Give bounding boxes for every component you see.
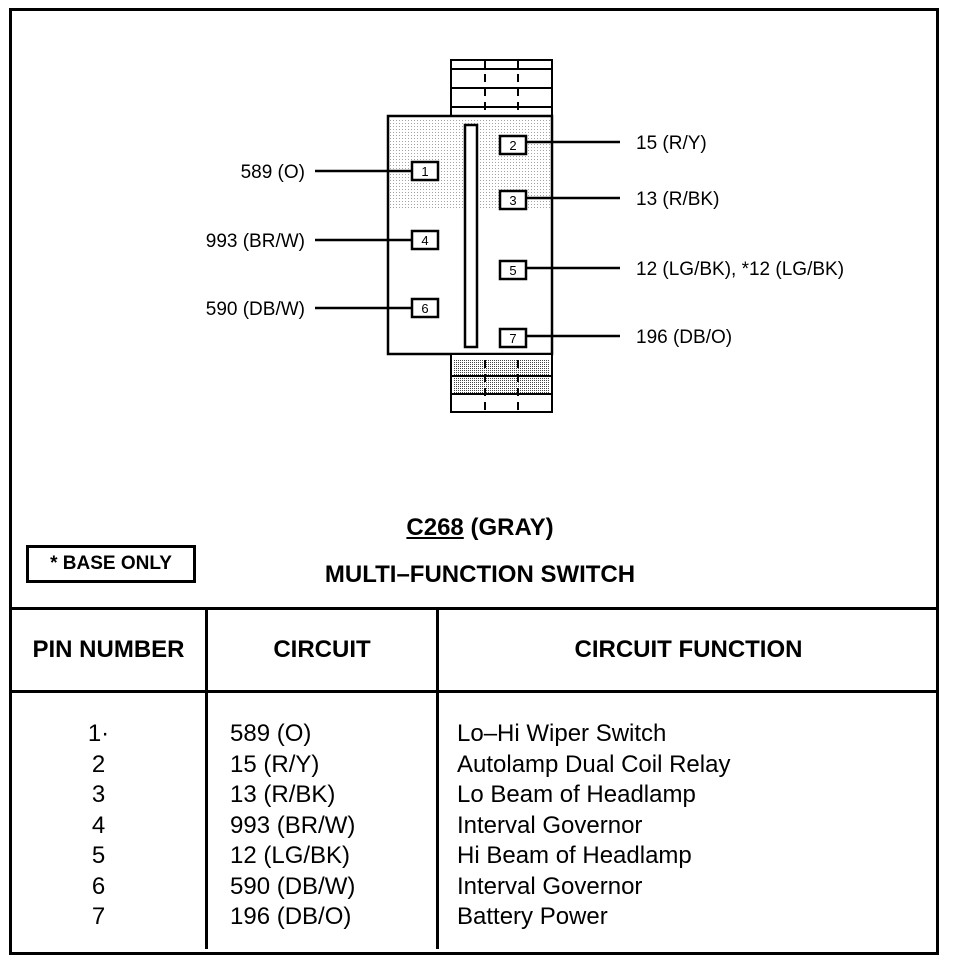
- header-pin-number: PIN NUMBER: [12, 610, 207, 693]
- connector-name: MULTI–FUNCTION SWITCH: [324, 561, 636, 588]
- table-cell-circuit: 15 (R/Y): [230, 750, 320, 778]
- table-cell-circuit: 589 (O): [230, 720, 312, 747]
- connector-id: C268: [406, 514, 464, 541]
- pin-6: 6 590 (DB/W): [206, 297, 440, 320]
- pin-6-label: 590 (DB/W): [206, 299, 305, 320]
- table-cell-function: Interval Governor: [457, 811, 643, 839]
- table-top-rule: [12, 607, 938, 610]
- table-cell-function: Autolamp Dual Coil Relay: [457, 750, 731, 778]
- pin-2-label: 15 (R/Y): [636, 133, 707, 154]
- table-cell-function: Interval Governor: [457, 872, 643, 900]
- base-only-note: * BASE ONLY: [26, 545, 196, 583]
- pin-7-label: 196 (DB/O): [636, 327, 732, 348]
- table-cell-pin: 3: [91, 781, 106, 808]
- pin-5-label: 12 (LG/BK), *12 (LG/BK): [636, 259, 844, 280]
- connector-bottom-latch: [450, 353, 553, 413]
- pin-4-label: 993 (BR/W): [206, 231, 305, 252]
- pin-3-number: 3: [509, 193, 516, 208]
- pin-column: 1· 2 3 4 5 6 7: [12, 692, 207, 950]
- pin-1: 1 589 (O): [241, 160, 440, 183]
- circuit-column: 589 (O) 15 (R/Y) 13 (R/BK) 993 (BR/W) 12…: [205, 691, 438, 949]
- table-cell-pin: 7: [91, 903, 106, 930]
- table-cell-function: Lo Beam of Headlamp: [457, 781, 696, 808]
- header-circuit: CIRCUIT: [205, 610, 438, 693]
- table-body-row: 1· 2 3 4 5 6 7 589 (O) 15 (R/Y) 13 (R/BK…: [12, 691, 938, 950]
- table-cell-circuit: 993 (BR/W): [230, 811, 356, 839]
- table-cell-pin: 2: [91, 750, 106, 778]
- pin-1-number: 1: [421, 164, 428, 179]
- diagram-frame: [9, 8, 939, 955]
- pin-5-number: 5: [509, 263, 516, 278]
- table-cell-circuit: 196 (DB/O): [230, 903, 352, 930]
- pin-5: 5 12 (LG/BK), *12 (LG/BK): [498, 259, 844, 281]
- pin-7-number: 7: [509, 331, 516, 346]
- table-cell-function: Battery Power: [457, 903, 608, 930]
- connector-title: C268 (GRAY): [0, 514, 960, 542]
- pin-2: 2 15 (R/Y): [498, 133, 707, 156]
- connector-color: (GRAY): [470, 514, 554, 541]
- table-cell-pin: 5: [91, 842, 106, 869]
- pin-4: 4 993 (BR/W): [206, 229, 440, 252]
- table-cell-pin: 4: [91, 811, 106, 839]
- function-column: Lo–Hi Wiper Switch Autolamp Dual Coil Re…: [436, 691, 938, 949]
- pin-4-number: 4: [421, 233, 428, 248]
- pin-3-label: 13 (R/BK): [636, 189, 719, 210]
- pin-3: 3 13 (R/BK): [498, 189, 719, 211]
- table-cell-circuit: 590 (DB/W): [230, 872, 356, 900]
- table-cell-pin: 6: [91, 872, 106, 900]
- pin-1-label: 589 (O): [241, 162, 305, 183]
- connector-top-latch: [450, 59, 553, 117]
- table-cell-pin: 1·: [87, 720, 110, 747]
- table-cell-function: Lo–Hi Wiper Switch: [457, 720, 667, 747]
- table-cell-circuit: 13 (R/BK): [230, 781, 336, 808]
- pin-6-number: 6: [421, 301, 428, 316]
- pin-table: PIN NUMBER CIRCUIT CIRCUIT FUNCTION 1· 2…: [12, 610, 938, 949]
- table-cell-function: Hi Beam of Headlamp: [457, 842, 692, 869]
- pin-7: 7 196 (DB/O): [498, 327, 732, 349]
- table-cell-circuit: 12 (LG/BK): [230, 842, 351, 869]
- pin-2-number: 2: [509, 138, 516, 153]
- header-circuit-function: CIRCUIT FUNCTION: [436, 610, 938, 693]
- table-header-row: PIN NUMBER CIRCUIT CIRCUIT FUNCTION: [12, 610, 938, 693]
- connector-body: [386, 114, 554, 356]
